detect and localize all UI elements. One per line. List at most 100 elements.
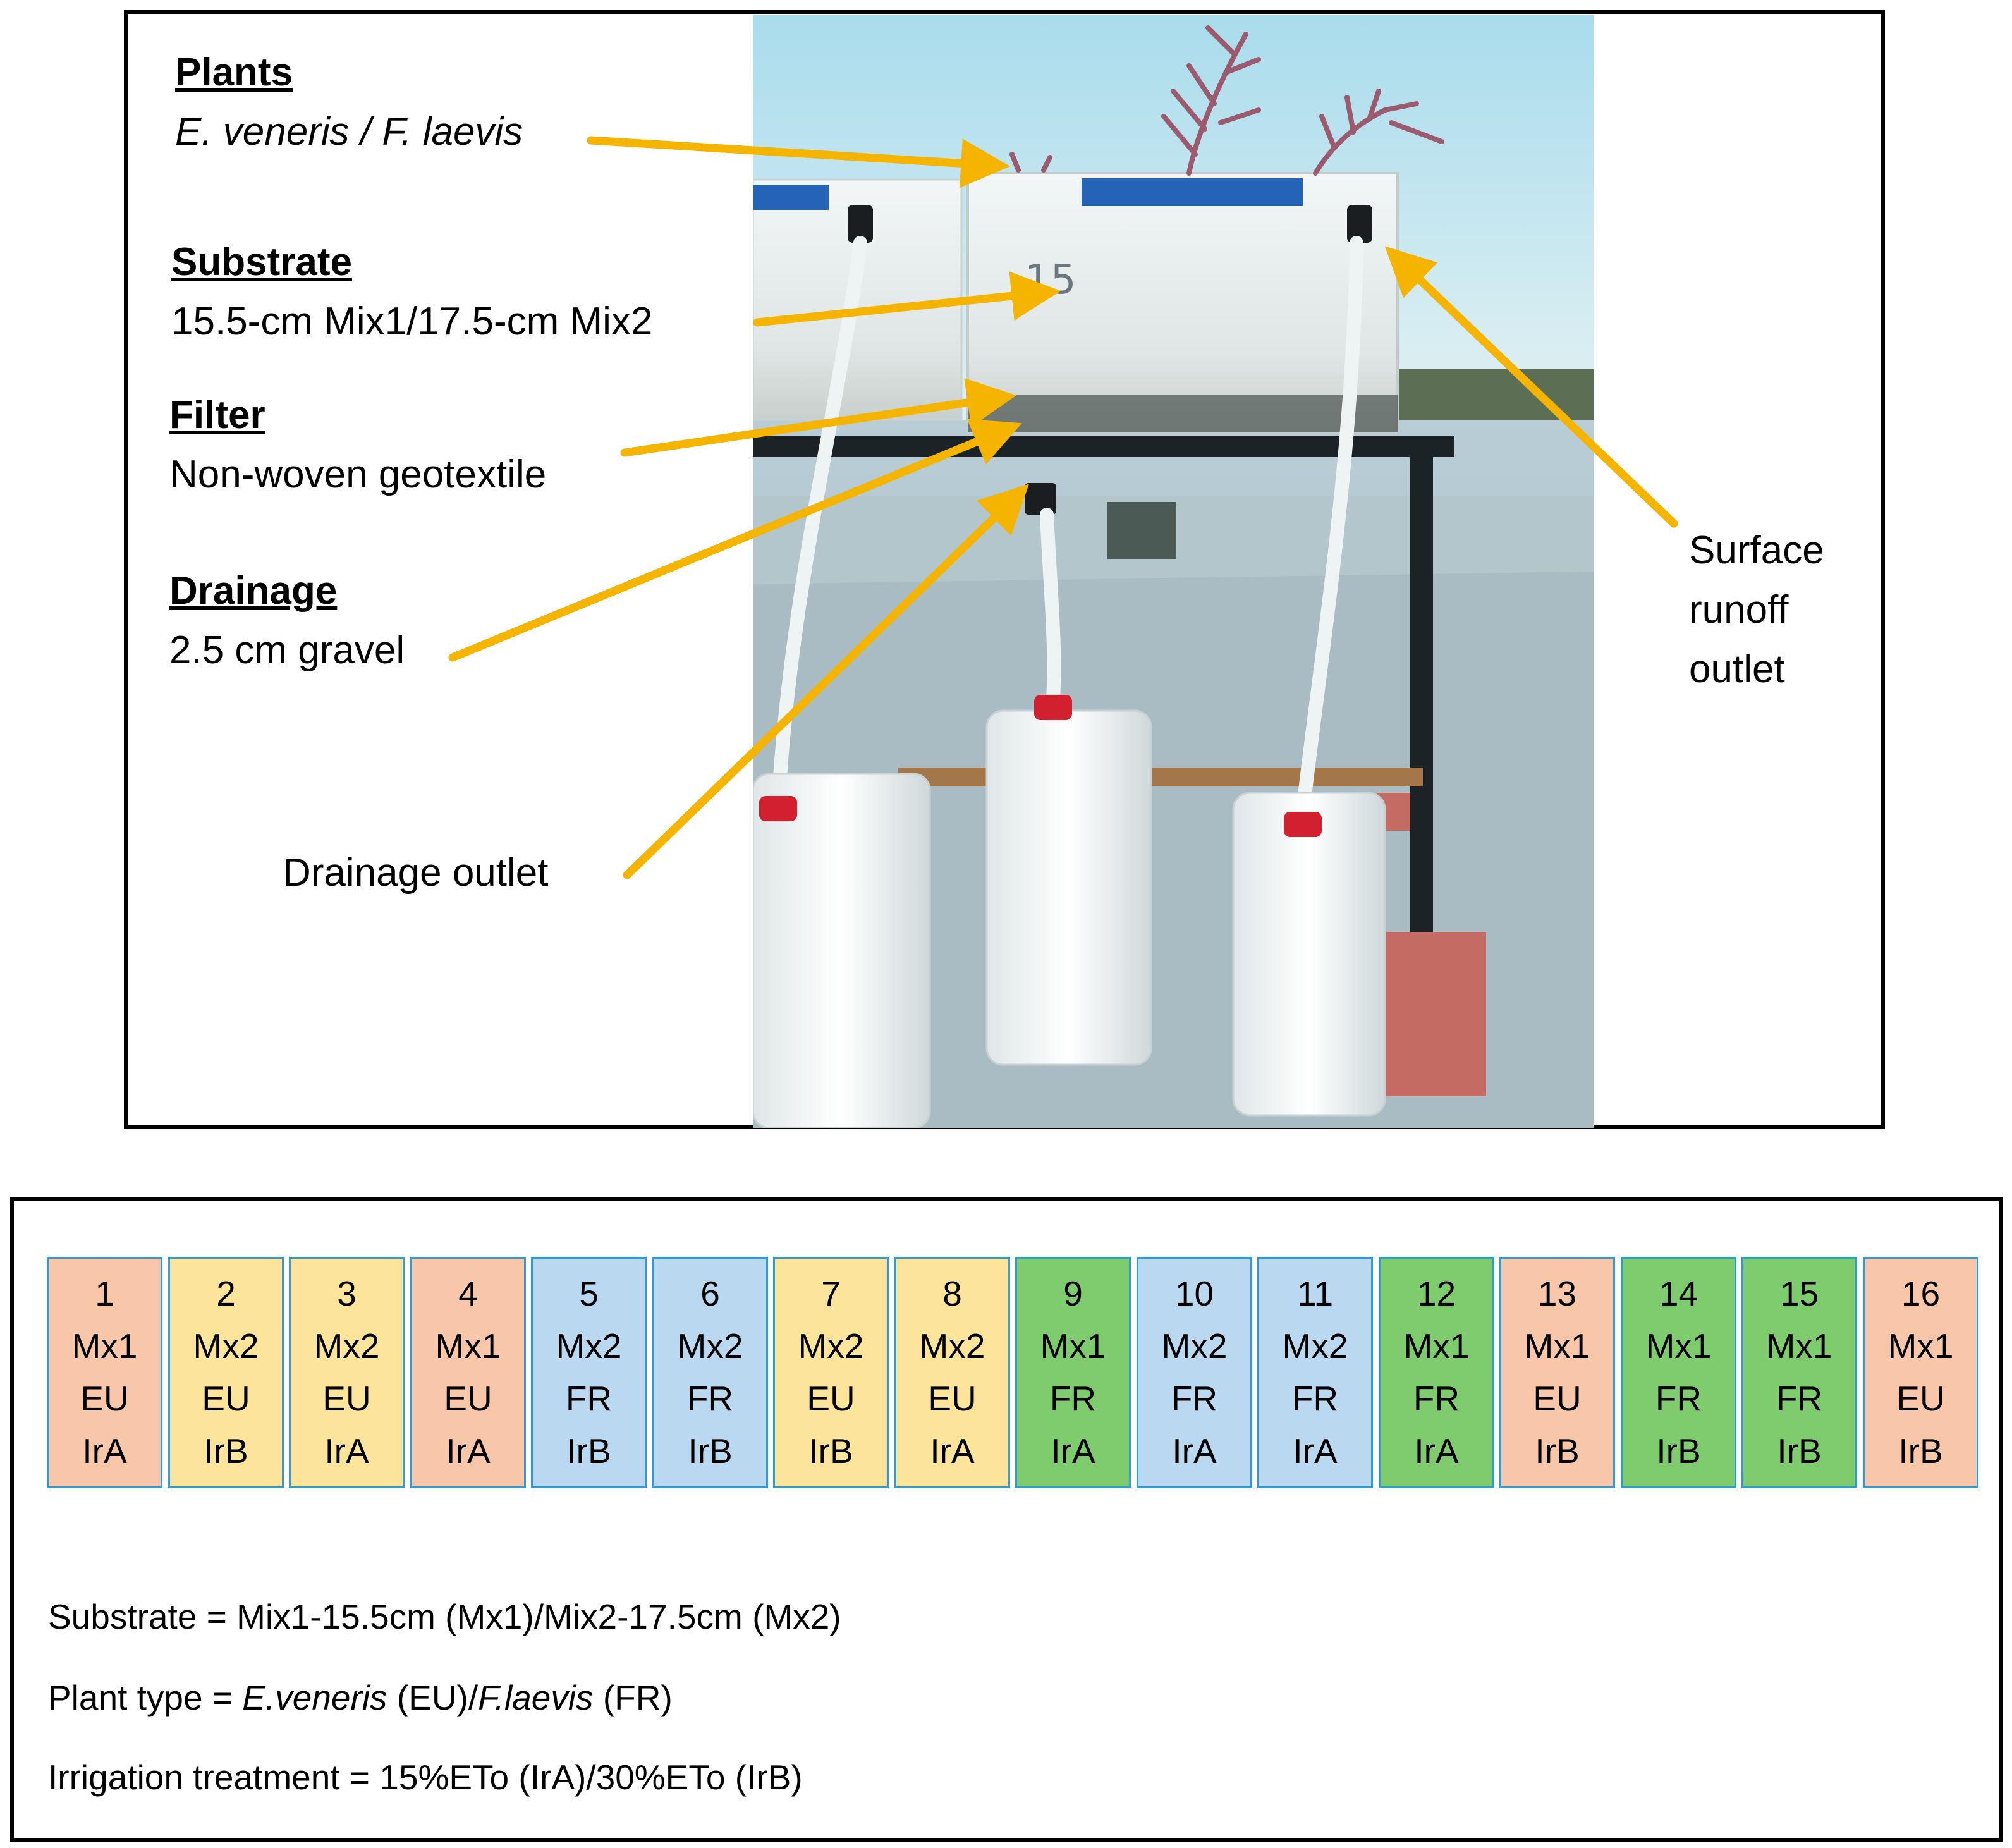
species-e-veneris: E. veneris <box>175 110 350 154</box>
plot-substrate: Mx1 <box>1403 1326 1470 1366</box>
plot-plant-type: FR <box>1413 1379 1460 1418</box>
plot-number: 12 <box>1417 1274 1456 1313</box>
plot-plant-type: FR <box>1171 1379 1218 1418</box>
substrate-label: 15.5-cm Mix1/17.5-cm Mix2 <box>171 300 653 343</box>
plot-number: 9 <box>1063 1274 1083 1313</box>
plot-number: 8 <box>942 1274 962 1313</box>
plot-number: 3 <box>337 1274 357 1313</box>
legend-fr-code: (FR) <box>593 1678 673 1717</box>
plot-irrigation: IrB <box>1777 1431 1822 1471</box>
plot-number: 5 <box>579 1274 599 1313</box>
plants-heading: Plants <box>175 51 293 94</box>
plot-number: 16 <box>1901 1274 1941 1313</box>
species-separator: / <box>349 110 382 154</box>
drainage-heading: Drainage <box>169 569 338 613</box>
plot-irrigation: IrB <box>808 1431 853 1471</box>
experimental-setup-photo: 15 <box>753 15 1594 1128</box>
plot-plant-type: EU <box>1896 1379 1945 1418</box>
surface-runoff-line2: runoff <box>1689 588 1789 632</box>
plot-number: 13 <box>1537 1274 1577 1313</box>
plot-plant-type: EU <box>807 1379 855 1418</box>
plot-irrigation: IrB <box>566 1431 611 1471</box>
plot-substrate: Mx1 <box>1645 1326 1712 1366</box>
legend-plant-type: Plant type = E.veneris (EU)/F.laevis (FR… <box>48 1680 673 1715</box>
plot-number: 11 <box>1296 1274 1334 1313</box>
plot-irrigation: IrB <box>1656 1431 1701 1471</box>
filter-heading: Filter <box>169 393 265 437</box>
plot-plant-type: FR <box>1291 1379 1339 1418</box>
plot-substrate: Mx1 <box>1524 1326 1590 1366</box>
plot-substrate: Mx2 <box>1161 1326 1228 1366</box>
plants-species-label: E. veneris / F. laevis <box>175 113 523 152</box>
plot-irrigation: IrA <box>1293 1431 1338 1471</box>
legend-eu-name: E.veneris <box>242 1678 387 1717</box>
plot-plant-type: EU <box>80 1379 129 1418</box>
legend-substrate: Substrate = Mix1-15.5cm (Mx1)/Mix2-17.5c… <box>48 1597 841 1636</box>
plot-substrate: Mx1 <box>435 1326 501 1366</box>
plot-irrigation: IrB <box>1535 1431 1580 1471</box>
plot-irrigation: IrB <box>1898 1431 1943 1471</box>
plot-irrigation: IrB <box>204 1431 248 1471</box>
plot-number: 6 <box>700 1274 720 1313</box>
plot-number: 15 <box>1779 1274 1819 1313</box>
plot-irrigation: IrA <box>1414 1431 1459 1471</box>
plot-plant-type: EU <box>322 1379 371 1418</box>
substrate-heading: Substrate <box>171 240 352 284</box>
plot-plant-type: FR <box>1776 1379 1823 1418</box>
plot-plant-type: EU <box>444 1379 492 1418</box>
plot-irrigation: IrA <box>324 1431 369 1471</box>
plot-plant-type: EU <box>928 1379 977 1418</box>
plot-substrate: Mx2 <box>1282 1326 1348 1366</box>
plot-irrigation: IrB <box>688 1431 733 1471</box>
drainage-outlet-label: Drainage outlet <box>283 851 549 895</box>
legend-eu-code: (EU)/ <box>387 1678 479 1717</box>
plot-plant-type: FR <box>565 1379 613 1418</box>
plot-substrate: Mx2 <box>193 1326 259 1366</box>
plot-plant-type: EU <box>1533 1379 1582 1418</box>
plot-substrate: Mx1 <box>1887 1326 1954 1366</box>
plot-number: 4 <box>458 1274 478 1313</box>
plot-plant-type: FR <box>1655 1379 1702 1418</box>
plot-plant-type: FR <box>1049 1379 1097 1418</box>
plot-irrigation: IrA <box>1051 1431 1095 1471</box>
legend-fr-name: F.laevis <box>478 1678 594 1717</box>
plot-substrate: Mx2 <box>556 1326 622 1366</box>
plot-number: 1 <box>95 1274 114 1313</box>
plot-number: 14 <box>1659 1274 1698 1313</box>
plot-irrigation: IrA <box>82 1431 127 1471</box>
surface-runoff-line3: outlet <box>1689 647 1785 691</box>
plot-irrigation: IrA <box>930 1431 975 1471</box>
plot-substrate: Mx1 <box>1040 1326 1106 1366</box>
plot-substrate: Mx2 <box>677 1326 743 1366</box>
plot-number: 2 <box>216 1274 236 1313</box>
legend-irrigation: Irrigation treatment = 15%ETo (IrA)/30%E… <box>48 1758 803 1797</box>
plot-plant-type: EU <box>202 1379 250 1418</box>
surface-runoff-line1: Surface <box>1689 529 1824 572</box>
legend-plant-prefix: Plant type = <box>48 1678 243 1717</box>
plot-plant-type: FR <box>686 1379 734 1418</box>
plot-substrate: Mx1 <box>71 1326 138 1366</box>
species-f-laevis: F. laevis <box>382 110 523 154</box>
filter-label: Non-woven geotextile <box>169 453 547 496</box>
plot-substrate: Mx1 <box>1766 1326 1832 1366</box>
box-marking-text: 15 <box>1025 257 1076 303</box>
plot-substrate: Mx2 <box>919 1326 985 1366</box>
plot-irrigation: IrA <box>446 1431 491 1471</box>
plot-number: 10 <box>1174 1274 1214 1313</box>
